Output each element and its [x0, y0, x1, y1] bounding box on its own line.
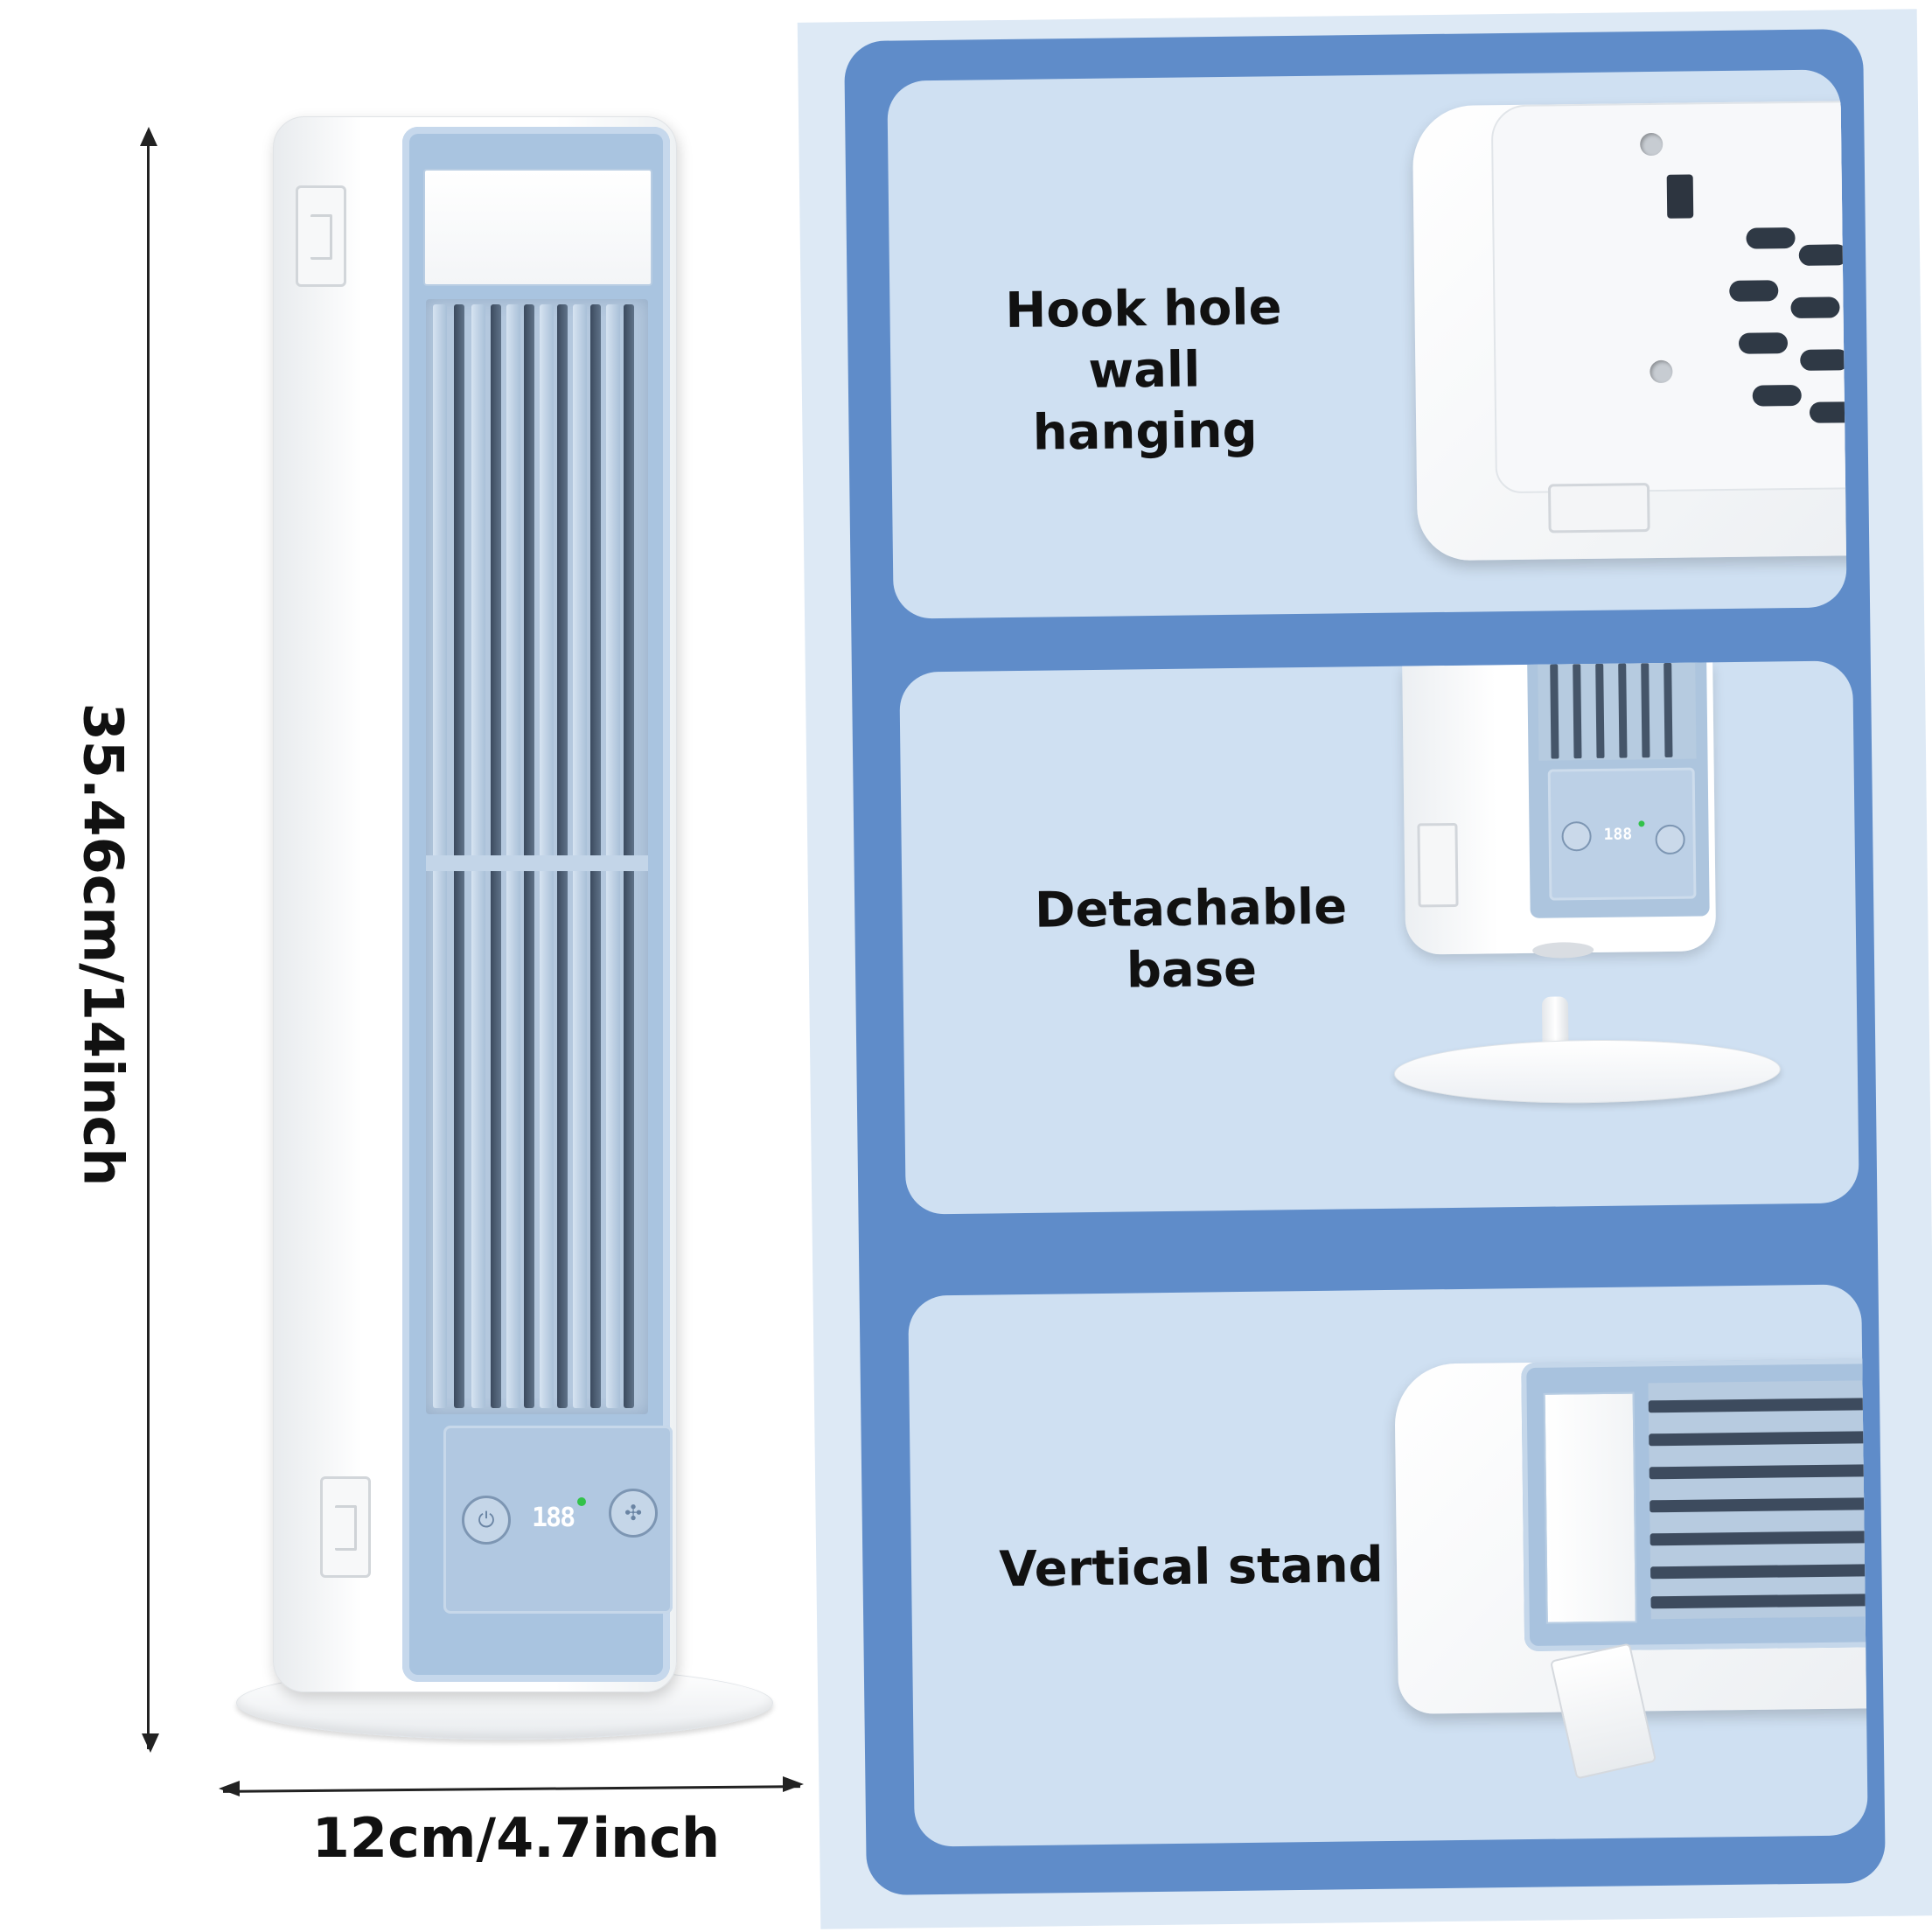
arrow-up-icon — [140, 127, 157, 146]
fan-icon: ✣ — [624, 1501, 643, 1525]
grille-slat — [1650, 1594, 1868, 1609]
grille-slat — [1550, 664, 1559, 759]
vent-slot — [1752, 384, 1802, 407]
led-display: 188 — [532, 1503, 575, 1533]
fan-speed-button[interactable]: ✣ — [609, 1489, 658, 1538]
keyhole-slot-icon — [1666, 174, 1694, 219]
feature-card-vertical-stand: Vertical stand — [908, 1284, 1868, 1847]
fan-speed-button[interactable] — [1655, 824, 1685, 855]
width-dimension-line — [222, 1785, 801, 1793]
feature-label-line: base — [1126, 940, 1258, 1000]
feature-label-line: Detachable — [1034, 878, 1348, 939]
arrow-left-icon — [219, 1781, 240, 1796]
grille-slat — [1650, 1564, 1868, 1580]
hook-slot-icon — [296, 185, 346, 287]
detached-base-plate — [1393, 1037, 1782, 1105]
vent-slot — [1798, 244, 1847, 266]
grille-crossbar — [426, 855, 648, 871]
arrow-right-icon — [783, 1776, 804, 1792]
feature-label-line: Vertical stand — [998, 1537, 1384, 1599]
grille-slat — [1641, 663, 1650, 758]
led-display: 188 — [1603, 825, 1633, 844]
vent-slot — [1738, 332, 1789, 354]
base-socket — [1532, 942, 1594, 959]
hook-slot-icon — [320, 1476, 371, 1578]
feature-label-line: hanging — [1032, 401, 1258, 462]
grille-slat — [1595, 663, 1605, 758]
tower-top-window — [423, 169, 652, 286]
feature-label-vertical-stand: Vertical stand — [990, 1535, 1393, 1601]
feature-card-detachable-base: Detachable base 188 — [899, 660, 1859, 1215]
horizontal-top-window — [1543, 1391, 1637, 1624]
grille-slat — [1648, 1398, 1868, 1413]
grille-slat — [1650, 1531, 1868, 1546]
feature-label-line: Hook hole wall — [1005, 279, 1282, 400]
vent-slot — [1746, 227, 1796, 249]
grille-slat — [1650, 1497, 1868, 1513]
grille-slat — [1618, 663, 1628, 758]
power-button[interactable]: ⏻ — [462, 1496, 511, 1545]
grille-slat — [1649, 1464, 1868, 1480]
power-icon: ⏻ — [478, 1508, 495, 1532]
grille-slat — [1649, 1431, 1868, 1447]
grille-slat — [1663, 662, 1673, 757]
detached-grille — [1538, 662, 1697, 761]
width-dimension-label: 12cm/4.7inch — [311, 1806, 721, 1870]
feature-card-wall-hanging: Hook hole wall hanging — [887, 69, 1847, 619]
screw-hole-icon — [1650, 359, 1673, 384]
vent-slot — [1729, 280, 1779, 302]
grille-slat — [1573, 664, 1582, 759]
height-dimension-line — [147, 131, 150, 1749]
vent-slot — [1790, 296, 1840, 319]
feature-label-wall-hanging: Hook hole wall hanging — [942, 276, 1347, 465]
vent-slot — [1800, 349, 1847, 371]
status-indicator-dot — [1638, 820, 1645, 827]
feature-label-detachable-base: Detachable base — [998, 876, 1384, 1003]
hook-slot-icon — [1547, 483, 1650, 534]
status-indicator-dot — [577, 1497, 586, 1506]
arrow-down-icon — [142, 1733, 159, 1753]
hook-slot-icon — [1417, 822, 1459, 908]
height-dimension-text: 35.46cm/14inch — [71, 702, 136, 1187]
horizontal-grille — [1648, 1380, 1868, 1620]
wall-mount-back-face — [1490, 100, 1847, 494]
vent-slot — [1809, 401, 1847, 423]
